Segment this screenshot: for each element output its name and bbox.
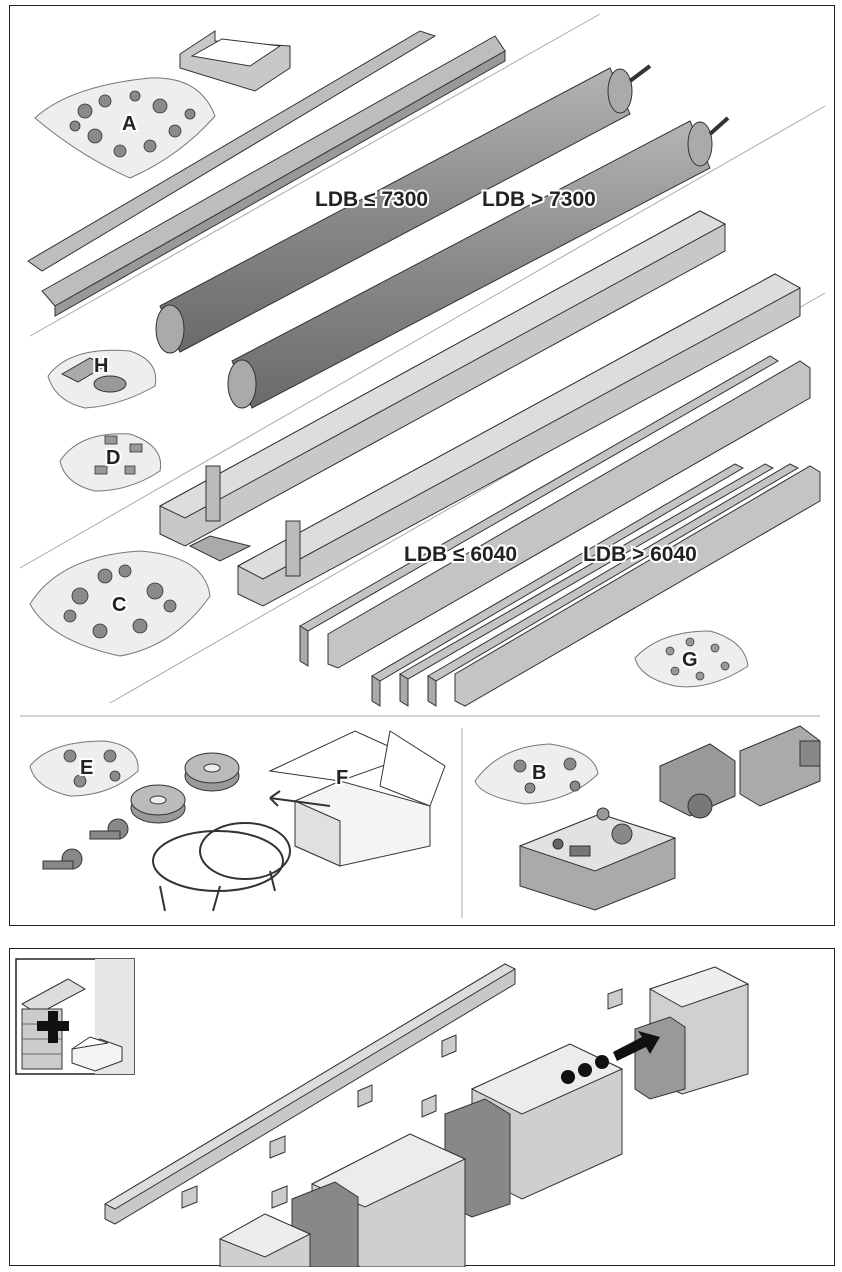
housing-module-front <box>634 966 750 1100</box>
parts-overview-drawing: A LDB ≤ 7300 LDB > 7300 H <box>19 13 826 918</box>
condition-roller-small: LDB ≤ 7300 <box>315 188 428 211</box>
angle-rail-set <box>299 355 821 707</box>
separator-lines <box>19 13 826 918</box>
label-h: H <box>94 355 108 377</box>
condition-rail-large: LDB > 6040 <box>583 543 697 566</box>
roller-shaft-large <box>227 116 730 409</box>
label-e: E <box>80 757 93 779</box>
dots-arrow-icon <box>561 1031 660 1084</box>
hardware-bag-g: G <box>634 630 749 688</box>
label-g: G <box>682 649 698 671</box>
hardware-bag-d: D <box>59 433 162 492</box>
control-unit <box>518 807 677 911</box>
hardware-bag-h: H <box>47 349 157 409</box>
hook-cables <box>152 822 291 912</box>
assembly-overview-drawing <box>15 958 750 1267</box>
cardboard-box-f: F <box>268 730 446 867</box>
assembly-overview-panel <box>9 948 835 1267</box>
label-d: D <box>106 447 120 469</box>
label-f: F <box>336 767 348 789</box>
label-a: A <box>122 113 136 135</box>
label-c: C <box>112 594 126 616</box>
guide-rail-long <box>27 30 506 317</box>
housing-module-rear <box>291 1133 467 1267</box>
label-b: B <box>532 762 546 784</box>
side-frame-short <box>158 210 727 562</box>
sealing-tape-rolls <box>130 752 240 824</box>
hardware-bag-c: C <box>29 550 211 657</box>
side-frame-long <box>236 273 802 607</box>
housing-module-last <box>218 1213 312 1267</box>
pulley-brackets <box>42 818 129 870</box>
drive-motor <box>659 725 821 819</box>
hardware-bag-e: E <box>29 740 139 797</box>
roller-shaft-small <box>155 64 652 354</box>
hardware-bag-b: B <box>474 743 599 805</box>
condition-rail-small: LDB ≤ 6040 <box>404 543 517 566</box>
condition-roller-large: LDB > 7300 <box>482 188 596 211</box>
small-brackets <box>181 988 623 1209</box>
door-plus-box-icon <box>15 958 135 1075</box>
parts-overview-panel: A LDB ≤ 7300 LDB > 7300 H <box>9 5 835 926</box>
top-rail <box>103 963 517 1225</box>
housing-module-mid <box>444 1043 624 1218</box>
mounting-bracket <box>179 30 291 92</box>
hardware-bag-a: A <box>34 77 216 179</box>
